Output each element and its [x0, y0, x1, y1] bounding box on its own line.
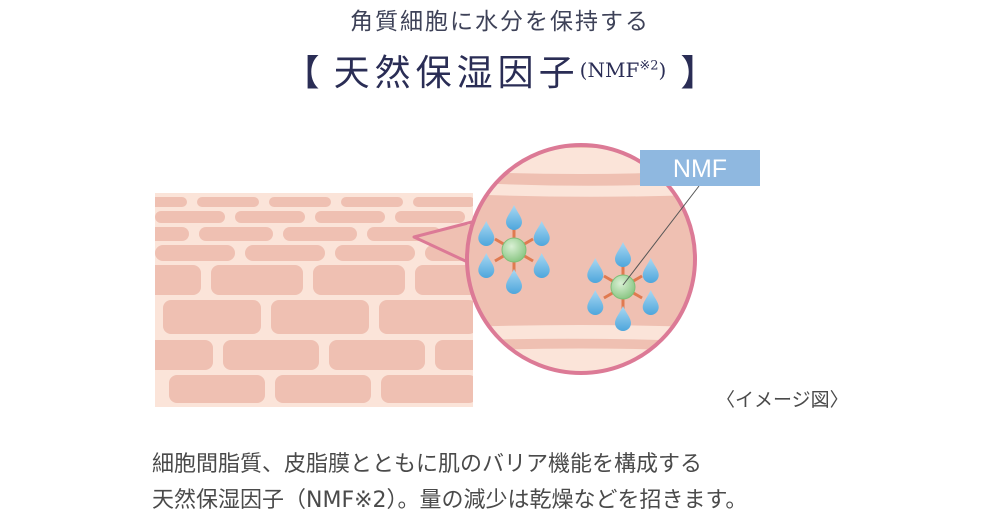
water-drop-icon [478, 221, 495, 246]
water-drop-icon [615, 242, 631, 267]
title-close-paren: ) [658, 58, 667, 82]
skin-cell [341, 197, 403, 207]
water-drop-icon [506, 269, 522, 294]
skin-cell [415, 265, 473, 295]
skin-cell [155, 340, 213, 370]
skin-cell [395, 211, 465, 223]
title-abbr-text: (NMF [579, 58, 640, 82]
image-caption: 〈イメージ図〉 [716, 389, 849, 411]
skin-cell [169, 375, 265, 403]
skin-cell [313, 265, 405, 295]
bracket-close: 】 [680, 53, 717, 94]
skin-cell [413, 197, 473, 207]
water-drop-icon [615, 306, 631, 331]
skin-cell [245, 245, 325, 261]
water-drop-icon [587, 258, 604, 283]
skin-cell [163, 300, 261, 334]
title-main: 天然保湿因子 [333, 53, 580, 94]
skin-cell [155, 227, 189, 241]
cell-border-lower [467, 325, 695, 342]
skin-cell [155, 265, 201, 295]
skin-cell [283, 227, 357, 241]
description-line-1: 細胞間脂質、皮脂膜とともに肌のバリア機能を構成する [152, 452, 703, 477]
description-line-2: 天然保湿因子（NMF※2）。量の減少は乾燥などを招きます。 [152, 488, 748, 513]
label-leader-line [622, 185, 700, 286]
magnified-circle [467, 145, 695, 373]
nmf-molecules [478, 205, 659, 331]
skin-cell [211, 265, 303, 295]
skin-cell [335, 245, 415, 261]
description: 細胞間脂質、皮脂膜とともに肌のバリア機能を構成する 天然保湿因子（NMF※2）。… [152, 447, 747, 519]
skin-cell [223, 340, 319, 370]
skin-cell [155, 211, 225, 223]
skin-layer [155, 193, 473, 407]
magnified-circle-outline [465, 143, 697, 375]
water-drop-icon [642, 258, 659, 283]
skin-cell [379, 300, 473, 334]
page-title: 【天然保湿因子(NMF※2) 】 [0, 44, 1000, 96]
skin-cell [269, 197, 331, 207]
bracket-open: 【 [283, 53, 320, 94]
skin-cell [199, 227, 273, 241]
skin-cell [155, 245, 235, 261]
water-drop-icon [478, 253, 495, 278]
water-drop-icon [506, 205, 522, 230]
title-abbr: (NMF※2) [580, 58, 667, 82]
skin-cell [155, 197, 187, 207]
water-drop-icon [642, 290, 659, 315]
subtitle: 角質細胞に水分を保持する [350, 9, 650, 35]
water-drop-icon [587, 290, 604, 315]
skin-cell [197, 197, 259, 207]
skin-cell [329, 340, 425, 370]
skin-cells [155, 197, 473, 403]
skin-cell [235, 211, 305, 223]
nmf-label: NMF [673, 155, 727, 183]
skin-cell [435, 340, 473, 370]
skin-cell [381, 375, 473, 403]
nmf-label-box [640, 150, 760, 186]
nmf-core [501, 237, 527, 263]
water-drop-icon [533, 221, 550, 246]
skin-cell [315, 211, 385, 223]
nmf-core [610, 274, 636, 300]
water-drop-icon [533, 253, 550, 278]
skin-cell [275, 375, 371, 403]
cell-border-bottom [467, 348, 695, 373]
title-note: ※2 [639, 58, 659, 74]
skin-cell [271, 300, 369, 334]
